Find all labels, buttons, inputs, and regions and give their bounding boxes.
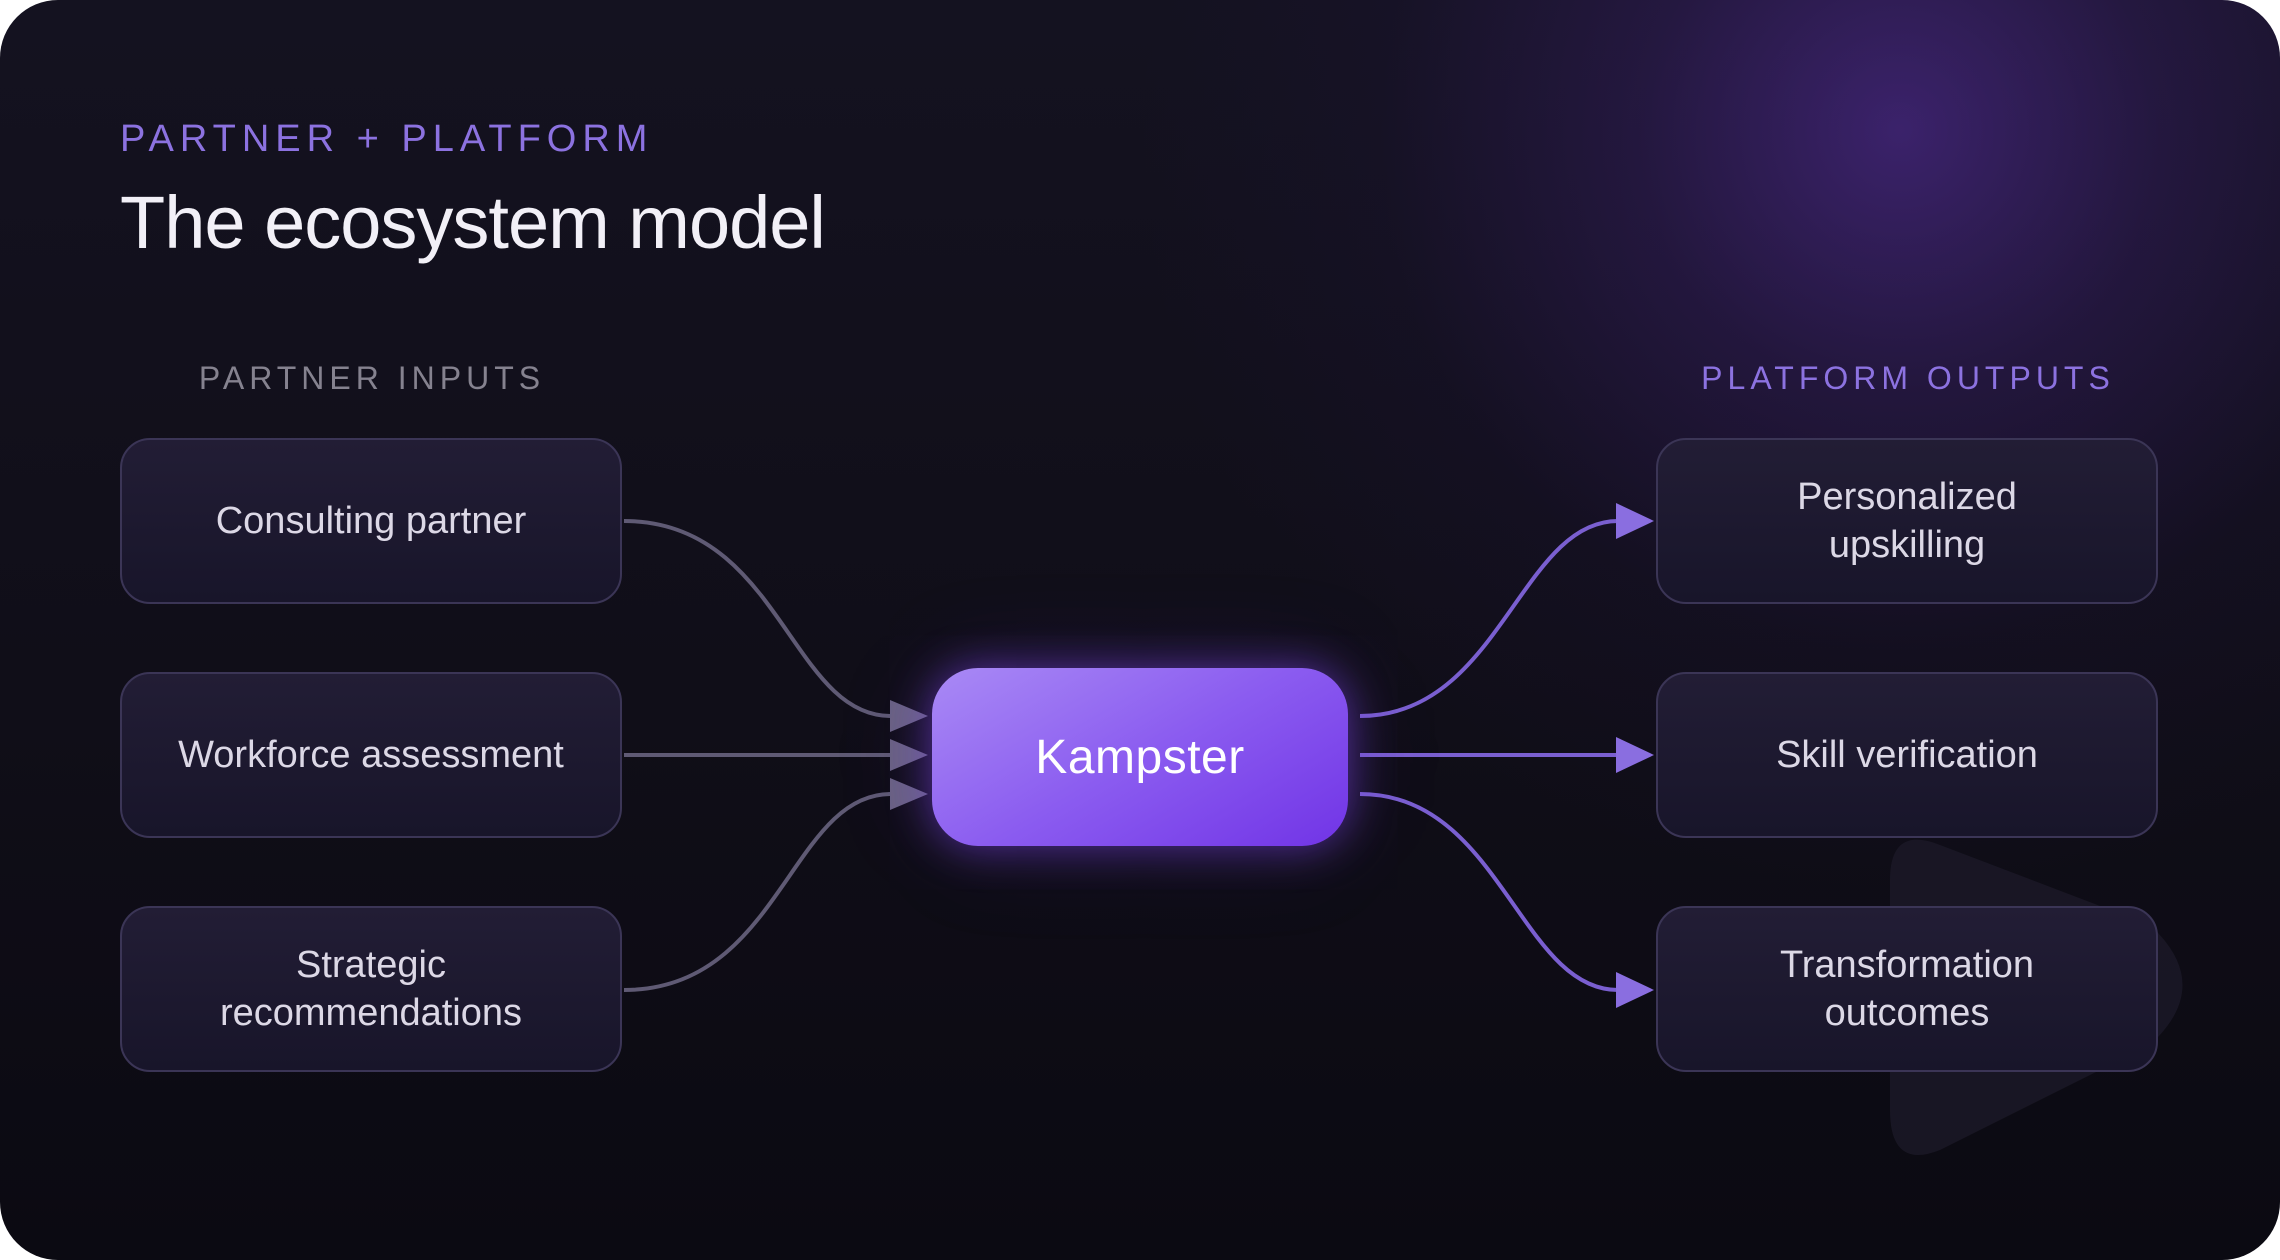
connector-out-0 xyxy=(1359,519,1619,718)
connector-in-0 xyxy=(623,519,891,718)
connector-in-2 xyxy=(623,792,891,992)
input-node-strategic-recommendations: Strategic recommendations xyxy=(120,906,622,1072)
hub-node-kampster: Kampster xyxy=(932,668,1348,846)
output-node-personalized-upskilling: Personalized upskilling xyxy=(1656,438,2158,604)
node-label: Strategic recommendations xyxy=(219,944,523,1034)
page-title: The ecosystem model xyxy=(120,181,826,264)
arrowhead-in-1 xyxy=(890,739,928,771)
hub-label: Kampster xyxy=(1035,730,1245,784)
output-node-skill-verification: Skill verification xyxy=(1656,672,2158,838)
eyebrow-label: PARTNER + PLATFORM xyxy=(120,118,654,160)
node-label: Skill verification xyxy=(1776,734,2038,776)
node-label: Personalized upskilling xyxy=(1797,476,2017,566)
arrowhead-out-2 xyxy=(1616,972,1654,1008)
arrowhead-in-0 xyxy=(890,700,928,732)
output-node-transformation-outcomes: Transformation outcomes xyxy=(1656,906,2158,1072)
node-label: Transformation outcomes xyxy=(1779,944,2035,1034)
connector-out-2 xyxy=(1359,792,1619,992)
input-node-consulting-partner: Consulting partner xyxy=(120,438,622,604)
node-label: Workforce assessment xyxy=(178,734,564,776)
arrowhead-in-2 xyxy=(890,778,928,810)
node-label: Consulting partner xyxy=(215,500,527,542)
input-node-workforce-assessment: Workforce assessment xyxy=(120,672,622,838)
partner-inputs-label: PARTNER INPUTS xyxy=(198,360,546,396)
arrowhead-out-1 xyxy=(1616,737,1654,773)
platform-outputs-label: PLATFORM OUTPUTS xyxy=(1701,360,2115,396)
arrowhead-out-0 xyxy=(1616,503,1654,539)
